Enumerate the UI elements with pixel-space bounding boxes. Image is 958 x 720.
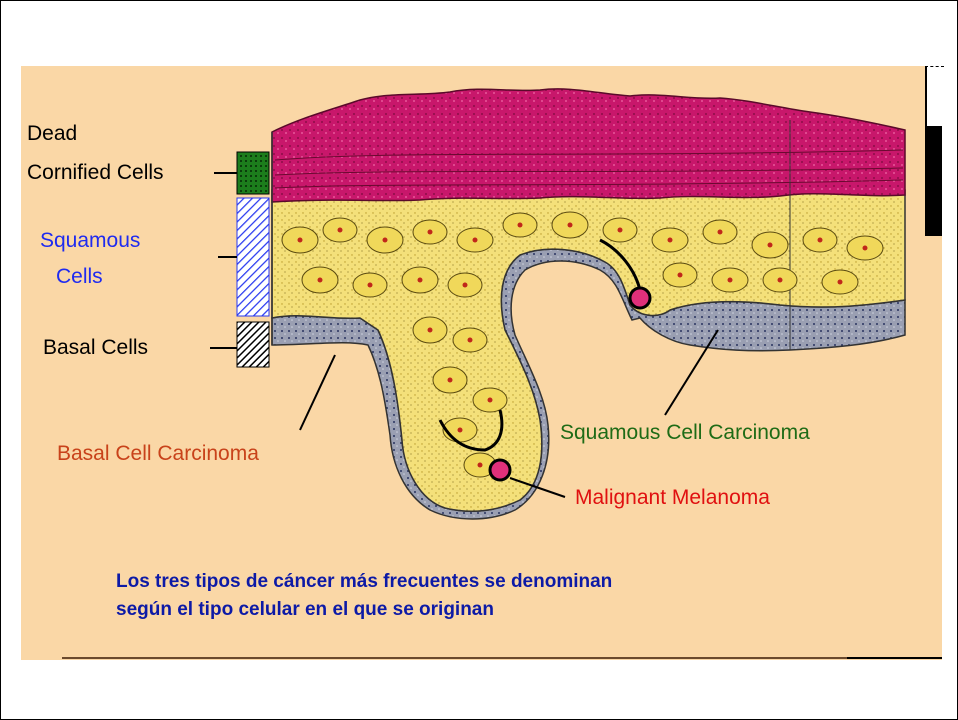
bottom-rule-dark [847,657,942,659]
squamous-swatch [237,198,269,316]
melanoma-cell-upper [630,288,650,308]
caption-line-1: Los tres tipos de cáncer más frecuentes … [116,568,876,596]
basal-swatch [237,322,269,367]
basal-cells-label: Basal Cells [43,334,148,362]
caption: Los tres tipos de cáncer más frecuentes … [116,568,876,624]
malignant-melanoma-label: Malignant Melanoma [575,484,770,512]
squamous-label: Squamous [40,227,140,255]
bottom-rule [62,657,847,659]
dead-label: Dead [27,120,77,148]
cornified-layer [272,89,905,202]
cornified-swatch [237,152,269,194]
cornified-cells-label: Cornified Cells [27,159,164,187]
melanoma-cell-lower [490,460,510,480]
squamous-cell-carcinoma-label: Squamous Cell Carcinoma [560,419,810,447]
caption-line-2: según el tipo celular en el que se origi… [116,596,876,624]
basal-cell-carcinoma-label: Basal Cell Carcinoma [57,440,259,468]
squamous-cells-label: Cells [56,263,103,291]
